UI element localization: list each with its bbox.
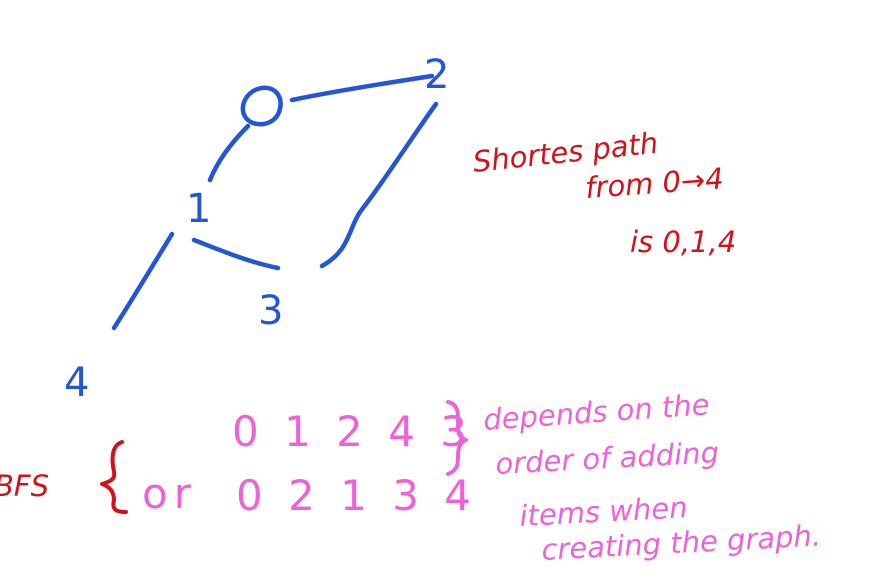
edge-0-2: [289, 73, 435, 103]
bfs-orders: 0 1 2 4 3 or 0 2 1 3 4: [142, 400, 477, 520]
shortest-path-line-3: is 0,1,4: [630, 225, 736, 259]
shortest-path-line-2: from 0→4: [584, 161, 725, 205]
graph-nodes: 1 2 3 4: [64, 52, 449, 406]
node-4-label: 4: [64, 360, 89, 406]
bfs-note: depends on the order of adding items whe…: [482, 387, 822, 567]
bfs-brace: [100, 440, 128, 514]
bfs-label: BFS: [0, 469, 49, 503]
bfs-order-2: 0 2 1 3 4: [236, 471, 477, 520]
edge-0-1: [207, 123, 251, 183]
bfs-block: BFS: [0, 440, 128, 514]
node-1: 1: [186, 186, 211, 232]
edge-1-4: [111, 231, 175, 331]
bfs-note-line-1: depends on the: [482, 387, 710, 437]
edge-2-3: [319, 101, 439, 269]
bfs-or-word: or: [142, 469, 197, 518]
node-4: 4: [64, 360, 89, 406]
bfs-note-line-2: order of adding: [495, 435, 720, 481]
node-1-label: 1: [186, 186, 211, 232]
node-2-label: 2: [424, 52, 449, 98]
node-3-label: 3: [258, 288, 283, 334]
node-3: 3: [258, 288, 283, 334]
node-0: [240, 85, 283, 127]
bfs-order-1: 0 1 2 4 3: [232, 407, 473, 456]
edge-1-3: [191, 237, 281, 271]
bfs-closing-brace: [446, 400, 468, 476]
shortest-path-note: Shortes path from 0→4 is 0,1,4: [471, 126, 736, 259]
graph-edges: [111, 73, 439, 331]
node-2: 2: [424, 52, 449, 98]
node-0-circle: [240, 85, 283, 127]
